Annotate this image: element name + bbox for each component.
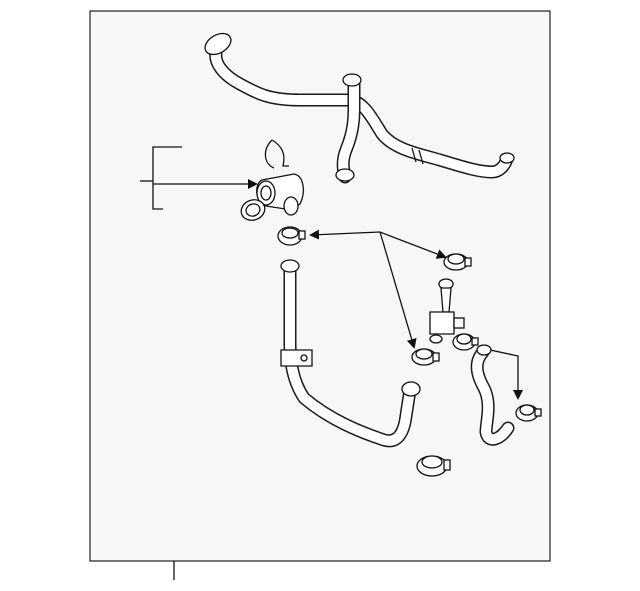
- lower-coolant-hose[interactable]: [280, 259, 421, 448]
- hose-clamp-2[interactable]: [443, 253, 472, 271]
- leader-arrows-clamps: [309, 229, 523, 400]
- group-bracket: [140, 146, 258, 210]
- upper-coolant-hose[interactable]: [201, 29, 515, 184]
- bypass-hose[interactable]: [470, 344, 515, 446]
- hose-clamp-3[interactable]: [411, 348, 440, 366]
- hose-clamp-6[interactable]: [416, 455, 451, 477]
- hose-clamp-4[interactable]: [452, 333, 479, 351]
- hose-clamp-5[interactable]: [515, 404, 542, 422]
- coolant-outlet-flange[interactable]: [256, 173, 305, 216]
- hose-retaining-clip[interactable]: [264, 139, 289, 169]
- o-ring-seal[interactable]: [238, 196, 267, 223]
- hose-clamp-1[interactable]: [277, 226, 306, 246]
- thermostat-tee-connector[interactable]: [429, 278, 465, 344]
